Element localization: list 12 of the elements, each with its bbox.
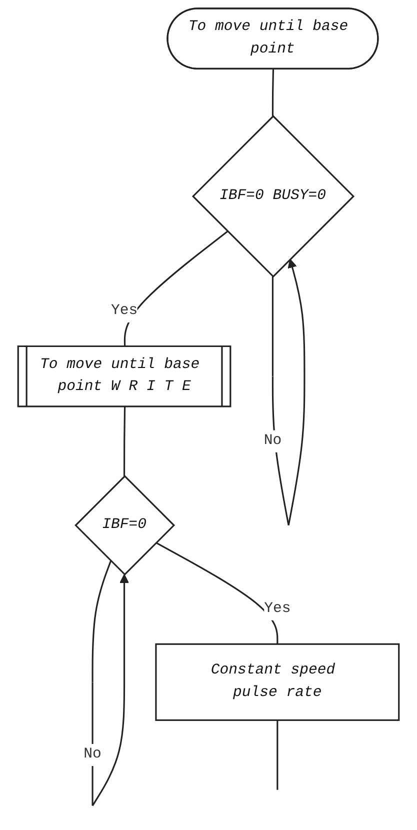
- node-diamond: IBF=0: [74, 475, 176, 576]
- connector: [156, 542, 278, 644]
- node-box: Constant speed pulse rate: [155, 643, 400, 721]
- edge-label: No: [84, 746, 102, 763]
- edge-label: No: [264, 432, 282, 450]
- node-diamond: IBF=0 BUSY=0: [192, 115, 355, 278]
- edge-label: Yes: [264, 600, 291, 618]
- edge-label: Yes: [110, 302, 138, 320]
- connector: [123, 406, 126, 476]
- connector: [272, 69, 274, 116]
- connector: [124, 230, 228, 347]
- connector: [276, 720, 278, 790]
